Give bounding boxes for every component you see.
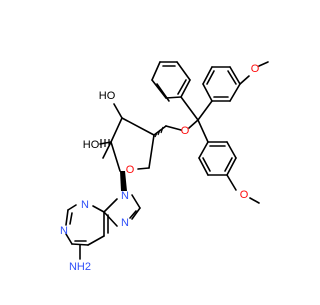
hydroxyl-label-lower: HO bbox=[83, 139, 100, 151]
structure-canvas: HO HO O O O O N N N N NH2 bbox=[60, 61, 269, 273]
purine-n9-label: N bbox=[121, 190, 129, 202]
chemical-structure-diagram: HO HO O O O O N N N N NH2 bbox=[60, 61, 269, 273]
purine-n3-label: N bbox=[81, 199, 89, 211]
hydroxyl-label-upper: HO bbox=[99, 90, 116, 102]
ring-oxygen-label: O bbox=[126, 164, 135, 176]
bond-lines bbox=[65, 61, 269, 260]
amine-label: NH2 bbox=[69, 261, 91, 273]
purine-n7-label: N bbox=[121, 217, 129, 229]
methoxy-oxygen-top-label: O bbox=[251, 63, 260, 75]
atom-labels: HO HO O O O O N N N N NH2 bbox=[60, 63, 260, 273]
methoxy-oxygen-bottom-label: O bbox=[240, 189, 249, 201]
purine-n1-label: N bbox=[60, 225, 68, 237]
stereo-wedges bbox=[100, 126, 164, 191]
ether-oxygen-label: O bbox=[181, 125, 190, 137]
